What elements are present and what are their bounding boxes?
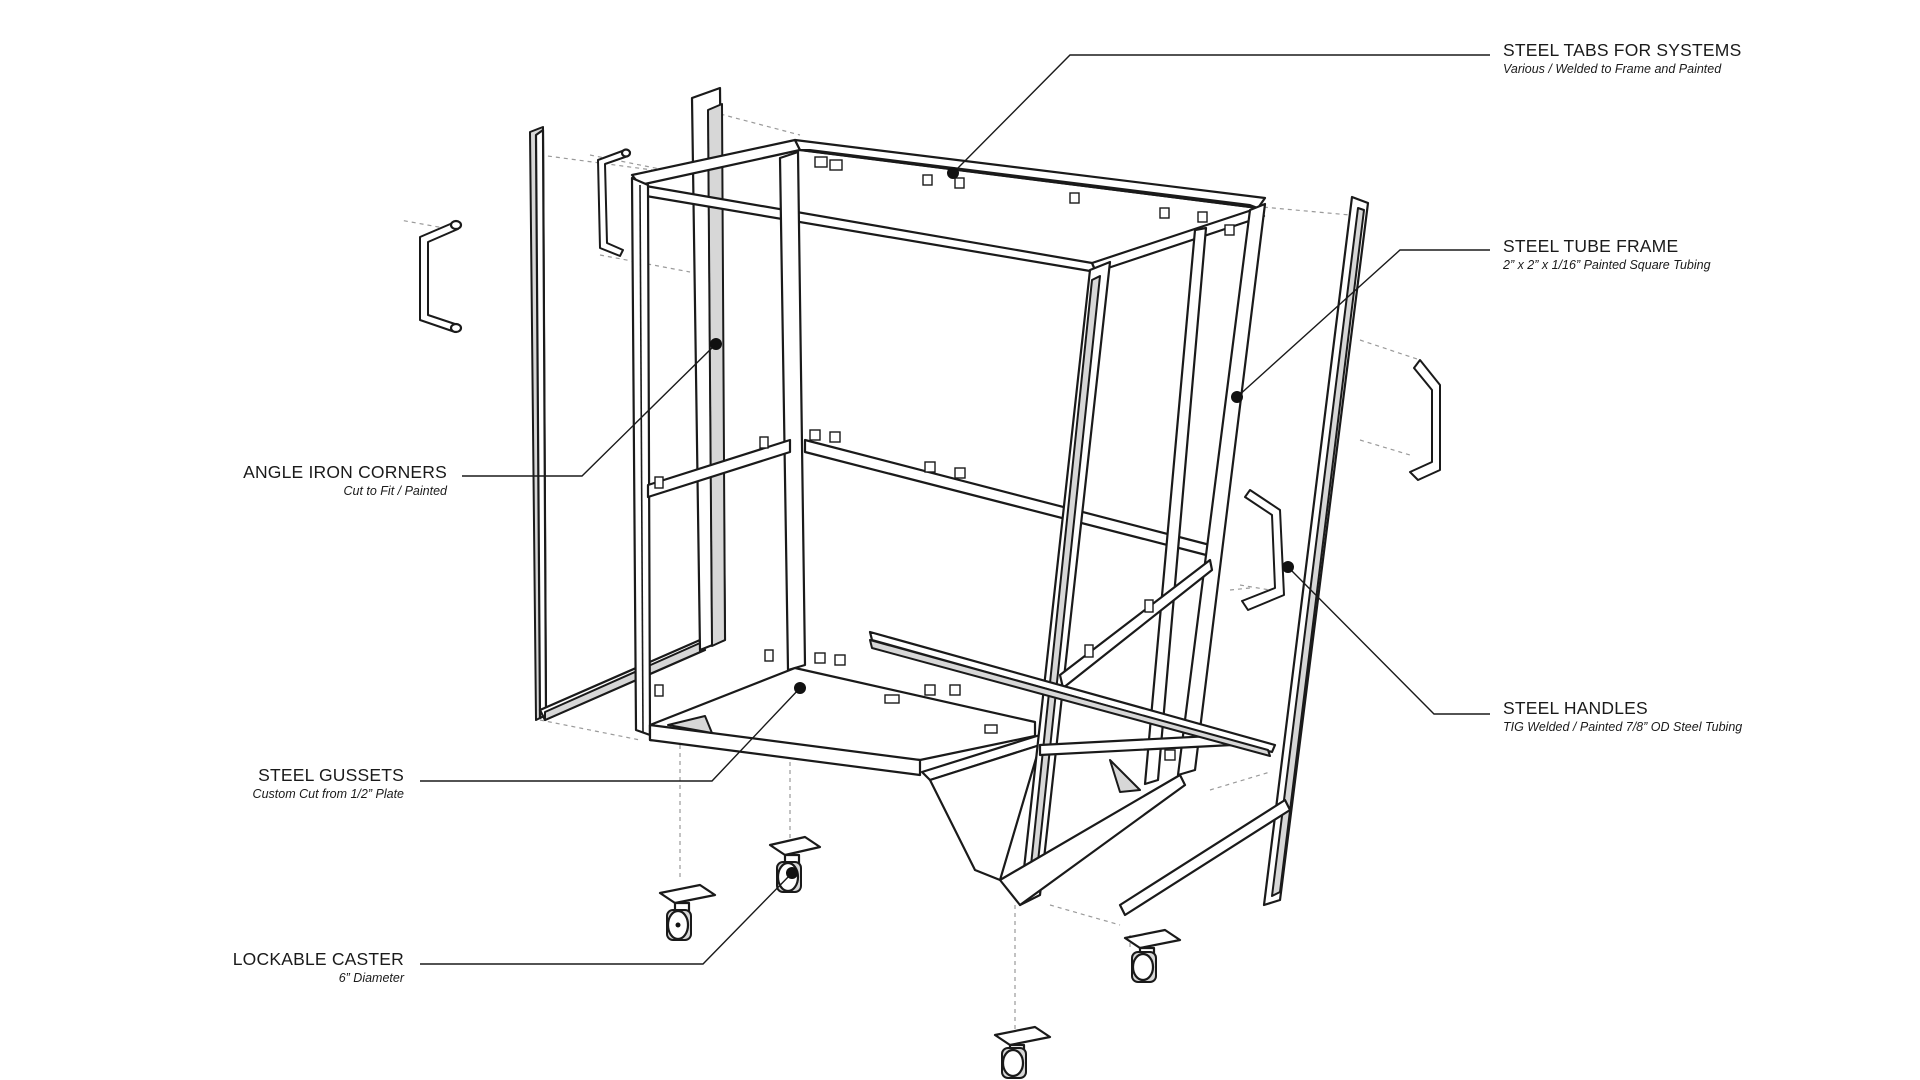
caster-back-left [768, 835, 822, 893]
steel-tube-frame [630, 138, 1277, 907]
leader-dot-steel-tube-frame [1231, 391, 1243, 403]
leader-dot-steel-tabs [947, 167, 959, 179]
handle-right-lower [1241, 489, 1285, 611]
callout-steel-tabs: STEEL TABS FOR SYSTEMS Various / Welded … [1503, 40, 1741, 76]
callout-title: STEEL HANDLES [1503, 698, 1648, 718]
callout-title: ANGLE IRON CORNERS [243, 462, 447, 482]
callout-angle-iron: ANGLE IRON CORNERS Cut to Fit / Painted [243, 462, 447, 498]
leader-dot-steel-handles [1282, 561, 1294, 573]
callout-steel-tube-frame: STEEL TUBE FRAME 2” x 2” x 1/16” Painted… [1503, 236, 1711, 272]
callout-title: LOCKABLE CASTER [232, 949, 404, 969]
callout-lockable-caster: LOCKABLE CASTER 6” Diameter [233, 949, 404, 985]
callout-steel-gussets: STEEL GUSSETS Custom Cut from 1/2” Plate [253, 765, 404, 801]
callout-title: STEEL TUBE FRAME [1503, 236, 1679, 256]
casters [658, 835, 1182, 1079]
caster-front-left [658, 883, 717, 941]
leader-dot-lockable-caster [786, 867, 798, 879]
callout-subtitle: 2” x 2” x 1/16” Painted Square Tubing [1503, 258, 1711, 272]
callout-title: STEEL TABS FOR SYSTEMS [1503, 40, 1742, 60]
leader-lockable-caster [420, 872, 793, 965]
callout-subtitle: Various / Welded to Frame and Painted [1503, 62, 1722, 76]
leader-dot-steel-gussets [794, 682, 806, 694]
callout-subtitle: TIG Welded / Painted 7/8” OD Steel Tubin… [1503, 720, 1743, 734]
leader-steel-handles [1287, 566, 1490, 715]
callout-steel-handles: STEEL HANDLES TIG Welded / Painted 7/8” … [1503, 698, 1742, 734]
steel-tabs [654, 156, 1235, 761]
leader-dot-angle-iron [710, 338, 722, 350]
leader-steel-gussets [420, 687, 801, 782]
handle-right-upper [1409, 359, 1441, 481]
callout-subtitle: 6” Diameter [338, 971, 404, 985]
handle-back-left [597, 148, 632, 257]
leader-lines [420, 54, 1490, 965]
leader-steel-tube-frame [1236, 249, 1490, 398]
caster-front-right [993, 1025, 1052, 1079]
steel-gussets [667, 715, 1141, 793]
loose-angle-iron-left [529, 126, 707, 722]
callout-title: STEEL GUSSETS [258, 765, 404, 785]
loose-angle-iron-right [1118, 195, 1370, 917]
callout-subtitle: Cut to Fit / Painted [343, 484, 447, 498]
handle-left [419, 219, 463, 334]
angle-iron-back-left [690, 86, 727, 652]
caster-back-right [1123, 928, 1182, 983]
leader-steel-tabs [952, 54, 1490, 174]
leader-angle-iron [462, 343, 717, 477]
callout-subtitle: Custom Cut from 1/2” Plate [252, 787, 404, 801]
